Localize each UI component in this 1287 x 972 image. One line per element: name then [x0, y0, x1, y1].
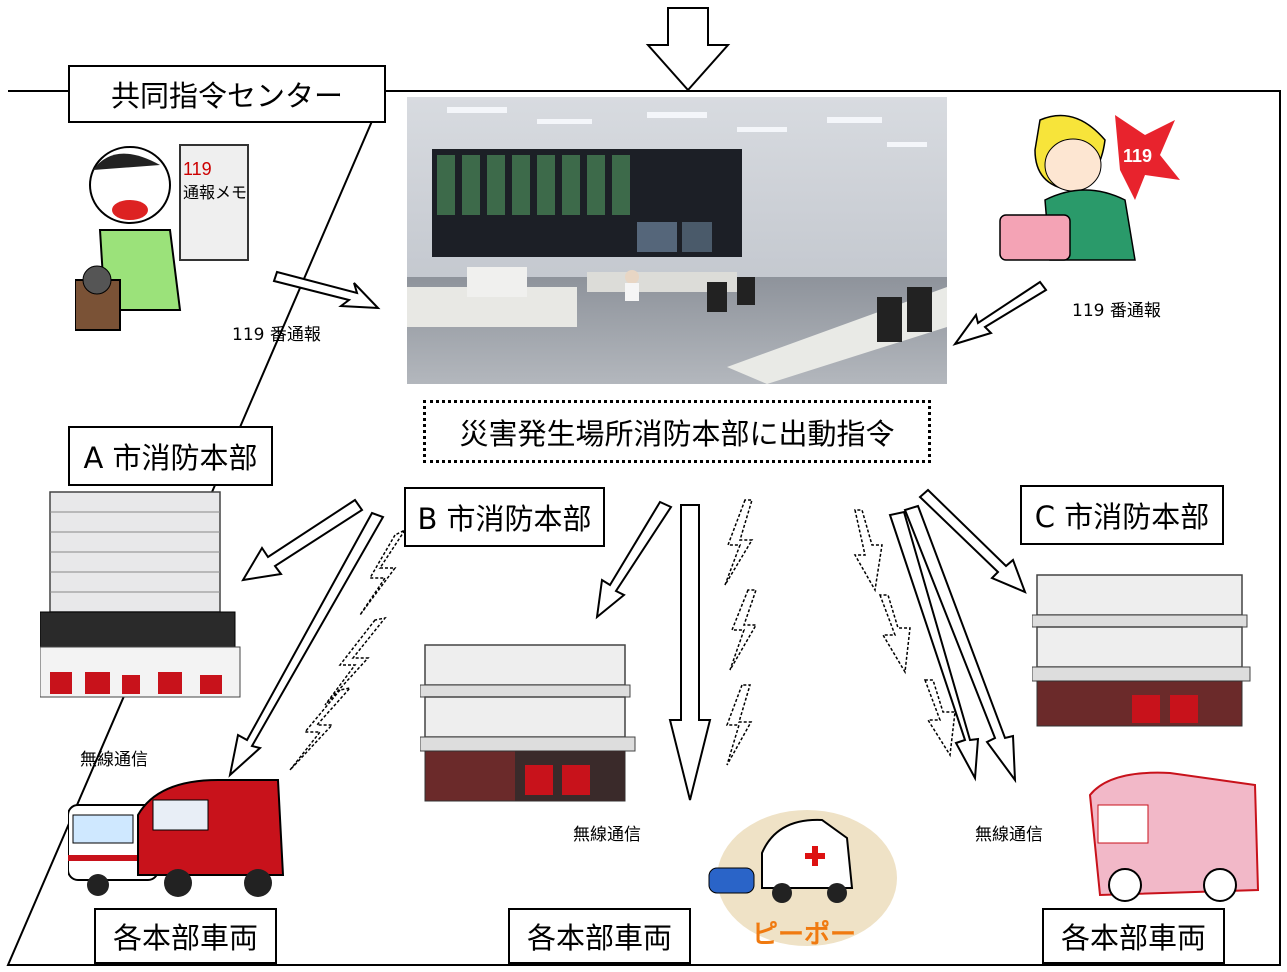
vehicle-box-left: 各本部車両	[94, 908, 277, 964]
radio-signal-middle	[724, 499, 758, 766]
arrow-to-a-hq	[241, 498, 364, 582]
radio-label-right: 無線通信	[975, 825, 1043, 845]
vehicles-middle-drawing: ピーポー	[708, 810, 897, 949]
right-call-arrow	[952, 280, 1048, 346]
caller-right-badge: 119	[1123, 146, 1152, 166]
arrow-to-c-vehicles-1	[888, 510, 980, 782]
caller-left-badge: 119	[183, 159, 212, 179]
arrow-to-b-vehicles	[668, 504, 712, 801]
department-a-name: A 市消防本部	[83, 441, 258, 475]
control-room-illustration	[407, 97, 947, 384]
vehicle-label-middle: 各本部車両	[526, 921, 672, 955]
department-b-name: B 市消防本部	[417, 502, 592, 536]
department-a-box: A 市消防本部	[68, 426, 273, 486]
caller-left-memo: 通報メモ	[183, 184, 247, 202]
radio-label-left: 無線通信	[80, 750, 148, 770]
caller-right-illustration: 119	[995, 110, 1180, 270]
dispatch-command-box: 災害発生場所消防本部に出動指令	[423, 400, 931, 463]
center-title: 共同指令センター	[110, 79, 343, 113]
vehicle-box-right: 各本部車両	[1042, 908, 1225, 964]
vehicle-box-middle: 各本部車両	[508, 908, 691, 964]
c-city-hq-building	[1031, 570, 1252, 730]
department-c-box: C 市消防本部	[1020, 485, 1224, 545]
caller-left-drawing: 119 通報メモ	[74, 144, 249, 331]
call-label-left: 119 番通報	[232, 325, 321, 345]
a-city-hq-drawing	[39, 491, 241, 698]
vehicles-middle-illustration: ピーポー	[707, 808, 897, 953]
control-room-photo	[407, 97, 947, 384]
c-city-hq-drawing	[1031, 574, 1251, 727]
department-c-name: C 市消防本部	[1034, 500, 1210, 534]
left-call-arrow	[272, 270, 381, 310]
radio-label-middle: 無線通信	[573, 825, 641, 845]
vehicle-label-right: 各本部車両	[1060, 921, 1206, 955]
vehicle-label-left: 各本部車両	[112, 921, 258, 955]
call-label-right: 119 番通報	[1072, 301, 1161, 321]
b-city-hq-building	[419, 640, 640, 805]
vehicles-left-drawing	[67, 779, 285, 897]
ambulance-sound: ピーポー	[752, 919, 856, 949]
vehicles-left-illustration	[67, 775, 288, 905]
radio-signal-left	[289, 528, 408, 771]
center-title-box: 共同指令センター	[68, 65, 386, 123]
a-city-hq-building	[39, 487, 245, 702]
arrow-to-a-vehicles	[228, 511, 385, 778]
vehicles-right-drawing	[1088, 771, 1260, 902]
arrow-to-b-hq	[595, 500, 673, 620]
arrow-to-c-hq	[918, 488, 1027, 594]
arrow-to-c-vehicles-2	[903, 504, 1017, 784]
department-b-box: B 市消防本部	[404, 487, 605, 547]
radio-signal-right	[853, 509, 956, 758]
b-city-hq-drawing	[419, 644, 636, 802]
top-down-arrow	[645, 7, 731, 92]
vehicles-right-illustration	[1080, 765, 1265, 915]
caller-right-drawing: 119	[999, 114, 1180, 261]
caller-left-illustration: 119 通報メモ	[74, 140, 250, 335]
dispatch-command-text: 災害発生場所消防本部に出動指令	[459, 416, 895, 451]
